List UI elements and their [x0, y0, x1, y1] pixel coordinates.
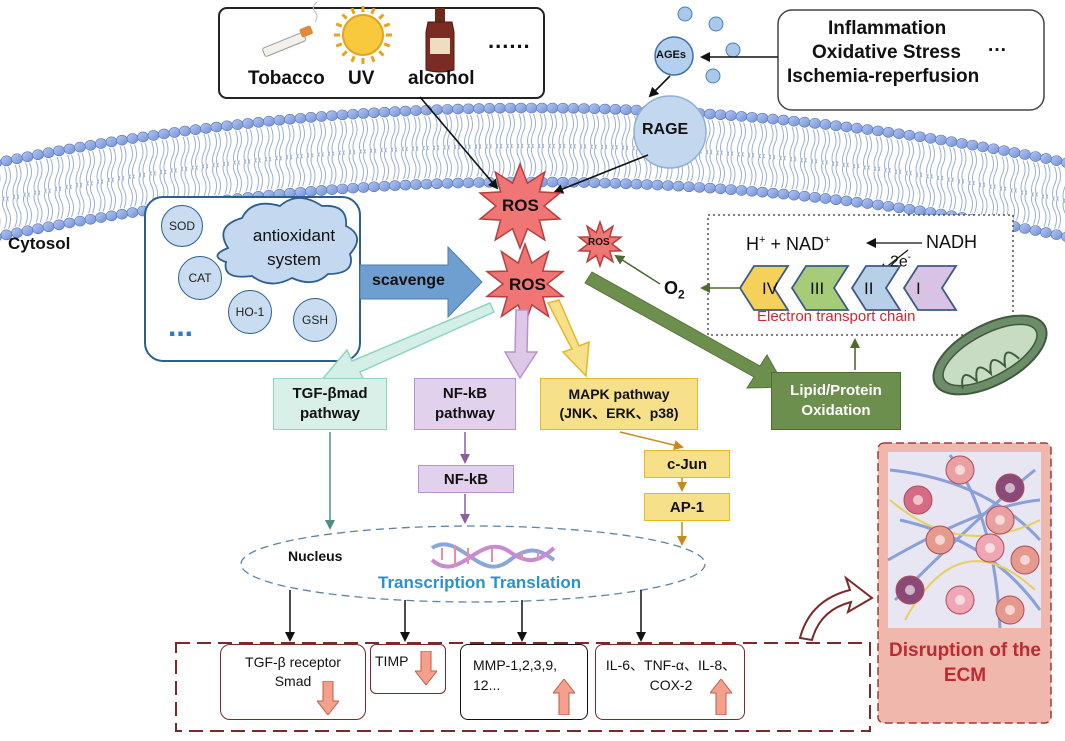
outcome-timp: TIMP	[370, 644, 446, 694]
trigger-oxidative-stress: Oxidative Stress	[812, 42, 961, 63]
mapk-pathway-box: MAPK pathway (JNK、ERK、p38)	[540, 378, 698, 430]
cigarette-icon	[262, 1, 318, 57]
antioxidant-more: ...	[168, 310, 194, 343]
nfkb-factor-box: NF-kB	[418, 465, 514, 493]
antioxidant-title: antioxidant system	[252, 226, 336, 269]
nucleus-label: Nucleus	[288, 548, 343, 564]
up-arrow-icon	[553, 679, 575, 715]
outcome-mmp-text: MMP-1,2,3,9, 12...	[473, 657, 558, 693]
etc-caption: Electron transport chain	[757, 308, 916, 325]
ecm-label: Disruption of the ECM	[889, 640, 1041, 686]
cjun-box: c-Jun	[644, 450, 730, 478]
mapk-big-arrow	[546, 299, 590, 378]
dna-helix-icon	[430, 542, 556, 569]
nfkb-big-arrow	[503, 309, 539, 380]
ros-center-label: ROS	[509, 275, 546, 294]
mapk-subtitle: (JNK、ERK、p38)	[559, 405, 679, 421]
enzyme-sod: SOD	[161, 205, 203, 247]
etc-complex-iii: III	[810, 279, 825, 298]
antioxidant-cloud	[216, 197, 358, 285]
down-arrow-icon	[317, 681, 339, 715]
triggers-more: ···	[988, 40, 1007, 61]
etc-o2: O2	[664, 278, 685, 302]
ros-small-label: ROS	[588, 237, 610, 248]
sun-icon	[334, 6, 392, 64]
stimulus-alcohol: alcohol	[408, 68, 475, 89]
rage-receptor	[633, 95, 707, 169]
etc-complex-iv: IV	[762, 279, 779, 298]
ages-label: AGEs	[656, 49, 686, 61]
etc-complex-i: I	[916, 279, 921, 298]
enzyme-cat: CAT	[178, 256, 222, 300]
ages-bubbles	[654, 6, 741, 84]
etc-complex-ii: II	[864, 279, 874, 298]
nfkb-pathway-box: NF-kB pathway	[414, 378, 516, 430]
enzyme-ho1: HO-1	[228, 290, 272, 334]
mitochondrion-icon	[932, 314, 1048, 396]
triggers-box	[777, 9, 1045, 111]
mapk-title: MAPK pathway	[568, 386, 670, 402]
trigger-inflammation: Inflammation	[828, 18, 947, 39]
outcome-mmp: MMP-1,2,3,9, 12...	[460, 644, 588, 720]
enzyme-gsh: GSH	[293, 298, 337, 342]
stimulus-tobacco: Tobacco	[248, 68, 325, 89]
up-arrow-icon	[710, 679, 732, 715]
stimuli-more: ......	[488, 28, 531, 53]
ap1-box: AP-1	[644, 493, 730, 521]
outcomes-container	[175, 642, 871, 732]
rage-label: RAGE	[642, 121, 689, 138]
nucleus-outline	[240, 525, 706, 603]
ecm-cells-illustration	[887, 454, 1042, 629]
outcome-tgf-receptor: TGF-β receptor Smad	[220, 644, 366, 720]
bottle-icon	[425, 8, 455, 73]
ros-burst-small	[576, 219, 624, 269]
scavenge-label: scavenge	[372, 272, 445, 289]
lipid-big-arrow	[584, 271, 786, 389]
outcome-timp-text: TIMP	[375, 653, 409, 669]
outcome-cytokines-text: IL-6、TNF-α、IL-8、 COX-2	[605, 657, 737, 693]
outcome-cytokines: IL-6、TNF-α、IL-8、 COX-2	[595, 644, 745, 720]
stimulus-uv: UV	[348, 68, 375, 89]
ecm-curved-arrow	[798, 575, 874, 642]
ros-burst-main	[478, 161, 562, 251]
outcome-tgf-receptor-text: TGF-β receptor Smad	[245, 654, 341, 689]
trigger-ischemia-reperfusion: Ischemia-reperfusion	[787, 66, 980, 87]
cytosol-label: Cytosol	[8, 234, 71, 253]
ros-main-label: ROS	[502, 196, 539, 215]
etc-electrons: 2e-	[890, 252, 912, 271]
scavenge-arrow	[359, 245, 483, 319]
etc-nadh: NADH	[926, 232, 978, 252]
lipid-oxidation-box: Lipid/Protein Oxidation	[771, 372, 901, 430]
down-arrow-icon	[415, 651, 437, 685]
tgf-pathway-box: TGF-βmad pathway	[273, 378, 387, 430]
transcription-translation-label: Transcription Translation	[378, 573, 582, 592]
etc-hplus-nad: H+ + NAD+	[746, 234, 831, 254]
